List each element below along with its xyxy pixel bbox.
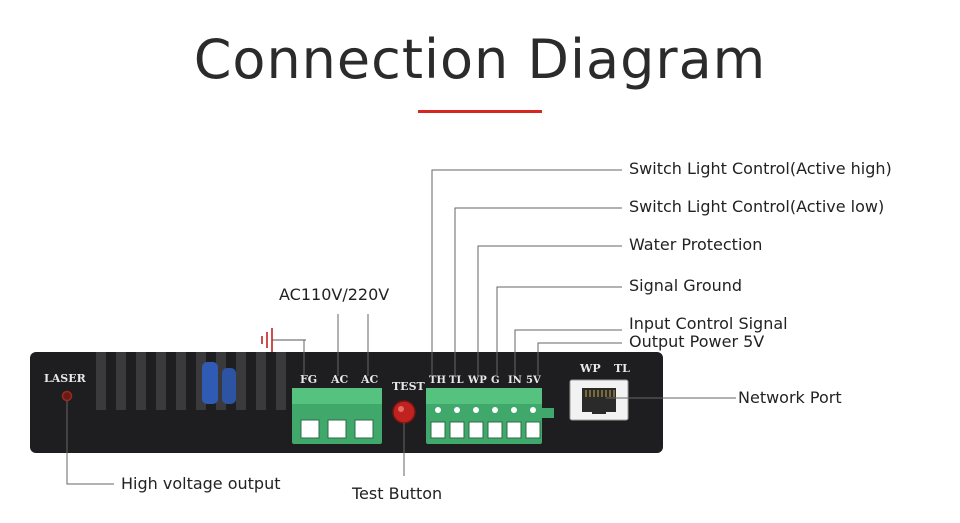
- terminal-tl-label: TL: [449, 375, 463, 386]
- label-network-port: Network Port: [738, 388, 842, 407]
- port-wp-label: WP: [579, 362, 601, 375]
- terminal-ac1-label: AC: [330, 373, 349, 386]
- terminal-ac2-label: AC: [360, 373, 379, 386]
- terminal-fg-label: FG: [300, 373, 317, 386]
- port-tl-label: TL: [614, 362, 630, 375]
- heatsink-fins: [96, 352, 286, 410]
- label-water-protection: Water Protection: [629, 235, 763, 254]
- label-switch-high: Switch Light Control(Active high): [629, 159, 892, 178]
- terminal-th-label: TH: [429, 375, 446, 386]
- terminal-5v-label: 5V: [526, 375, 541, 386]
- test-button: [392, 400, 416, 424]
- diagram-title: Connection Diagram: [193, 28, 767, 91]
- terminal-wp-label: WP: [467, 375, 487, 386]
- label-test-button: Test Button: [352, 484, 443, 503]
- capacitor: [202, 362, 218, 404]
- label-input-control: Input Control Signal: [629, 314, 788, 333]
- capacitor: [222, 368, 236, 404]
- label-output-power: Output Power 5V: [629, 332, 765, 351]
- hv-output-connector: [61, 390, 73, 402]
- label-ac-input: AC110V/220V: [279, 285, 390, 304]
- laser-label: LASER: [44, 372, 87, 385]
- label-switch-low: Switch Light Control(Active low): [629, 197, 885, 216]
- label-hv-output: High voltage output: [121, 474, 281, 493]
- test-label: TEST: [392, 380, 426, 393]
- leader-lines: [66, 169, 736, 485]
- terminal-in-label: IN: [508, 375, 522, 386]
- ground-icon: [261, 328, 306, 352]
- terminal-g-label: G: [491, 375, 500, 386]
- label-signal-ground: Signal Ground: [629, 276, 743, 295]
- title-underline: [418, 110, 542, 113]
